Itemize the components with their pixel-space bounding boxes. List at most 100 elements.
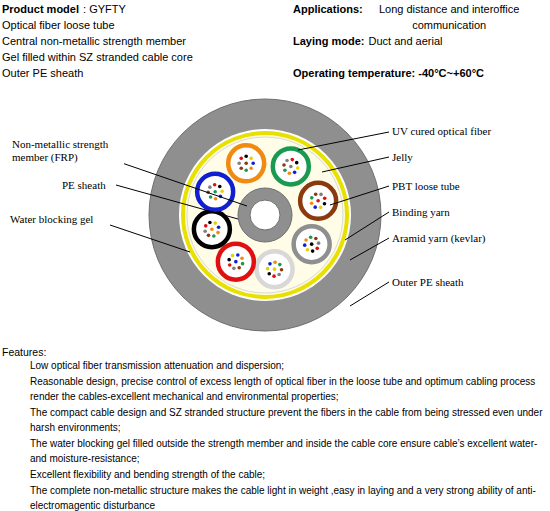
optical-fiber	[204, 224, 208, 228]
optical-fiber	[273, 260, 277, 264]
optical-fiber	[278, 263, 282, 267]
pe-sheath	[238, 188, 292, 242]
optical-fiber	[310, 196, 314, 200]
loose-tube	[273, 148, 309, 184]
feature-item: Reasonable design, precise control of ex…	[30, 374, 546, 404]
spec-row: Laying mode:Duct and aerial	[293, 33, 443, 49]
optical-fiber	[296, 166, 300, 170]
callout-label: Binding yarn	[392, 206, 450, 219]
features-heading: Features:	[2, 344, 46, 360]
spec-row: Product model: GYFTY	[2, 1, 126, 17]
optical-fiber	[213, 190, 217, 194]
optical-fiber	[244, 169, 248, 173]
spec-row: Operating temperature: -40°C~+60°C	[293, 65, 484, 81]
optical-fiber	[317, 241, 321, 245]
callout-label: Aramid yarn (kevlar)	[392, 232, 485, 245]
optical-fiber	[272, 274, 276, 278]
optical-fiber	[244, 155, 248, 159]
leader-line	[110, 225, 190, 252]
optical-fiber	[280, 268, 284, 272]
optical-fiber	[236, 253, 240, 257]
cable-core-gel	[187, 137, 343, 293]
optical-fiber	[220, 189, 224, 193]
optical-fiber	[249, 166, 253, 170]
loose-tube	[194, 211, 230, 247]
optical-fiber	[295, 161, 299, 165]
optical-fiber	[208, 221, 212, 225]
aramid-layer	[179, 129, 351, 301]
spec-row: Outer PE sheath	[2, 65, 83, 81]
spec-value: Duct and aerial	[369, 35, 443, 47]
spec-value: Gel filled within SZ stranded cable core	[2, 51, 193, 63]
binding-yarn	[183, 133, 347, 297]
optical-fiber	[203, 229, 207, 233]
spec-row: Optical fiber loose tube	[2, 17, 115, 33]
spec-value: Optical fiber loose tube	[2, 19, 115, 31]
optical-fiber	[310, 242, 314, 246]
optical-fiber	[239, 166, 243, 170]
spec-row: Central non-metallic strength member	[2, 33, 186, 49]
optical-fiber	[319, 193, 323, 197]
optical-fiber	[288, 171, 292, 175]
optical-fiber	[237, 266, 241, 270]
optical-fiber	[291, 158, 295, 162]
optical-fiber	[310, 201, 314, 205]
callout-label: Water blocking gel	[10, 213, 93, 226]
feature-item: Excellent flexibility and bending streng…	[30, 467, 546, 482]
optical-fiber	[268, 262, 272, 266]
spec-value: : GYFTY	[83, 3, 126, 15]
spec-row: Gel filled within SZ stranded cable core	[2, 49, 193, 65]
optical-fiber	[208, 185, 212, 189]
optical-fiber	[234, 260, 238, 264]
loose-tube	[218, 244, 254, 280]
leader-line	[122, 163, 247, 206]
loose-tube	[257, 251, 293, 287]
frp-member	[250, 200, 280, 230]
spec-value: Central non-metallic strength member	[2, 35, 186, 47]
optical-fiber	[212, 234, 216, 238]
loose-tube	[294, 226, 330, 262]
spec-value: Outer PE sheath	[2, 67, 83, 79]
feature-item: The complete non-metallic structure make…	[30, 483, 546, 511]
optical-fiber	[213, 221, 217, 225]
optical-fiber	[207, 234, 211, 238]
optical-fiber	[304, 238, 308, 242]
optical-fiber	[311, 249, 315, 253]
optical-fiber	[323, 202, 327, 206]
optical-fiber	[214, 197, 218, 201]
leader-line	[322, 157, 389, 172]
optical-fiber	[228, 263, 232, 267]
outer-sheath	[149, 99, 381, 331]
spec-value: Long distance and interoffice communicat…	[367, 1, 532, 33]
optical-fiber	[319, 206, 323, 210]
optical-fiber	[241, 262, 245, 266]
feature-item: Low optical fiber transmission attenuati…	[30, 358, 546, 373]
optical-fiber	[217, 225, 221, 229]
leader-line	[330, 186, 389, 205]
optical-fiber	[216, 231, 220, 235]
optical-fiber	[283, 168, 287, 172]
optical-fiber	[227, 258, 231, 262]
spec-row: Applications: Long distance and interoffi…	[293, 1, 532, 33]
optical-fiber	[323, 197, 327, 201]
leader-lines	[110, 132, 389, 306]
optical-fiber	[213, 183, 217, 187]
optical-fiber	[218, 185, 222, 189]
optical-fiber	[267, 272, 271, 276]
loose-tube	[197, 174, 233, 210]
optical-fiber	[266, 267, 270, 271]
optical-fiber	[209, 195, 213, 199]
optical-fiber	[303, 243, 307, 247]
spec-heading: Applications:	[293, 3, 363, 15]
optical-fiber	[249, 157, 253, 161]
feature-item: The water blocking gel filled outside th…	[30, 436, 546, 466]
optical-fiber	[210, 227, 214, 231]
feature-item: The compact cable design and SZ stranded…	[30, 405, 546, 435]
optical-fiber	[282, 163, 286, 167]
optical-fiber	[313, 205, 317, 209]
callout-label: PE sheath	[62, 179, 106, 192]
loose-tube	[228, 145, 264, 181]
leader-line	[298, 132, 389, 150]
callout-label: UV cured optical fiber	[392, 125, 491, 138]
leader-line	[350, 282, 389, 306]
